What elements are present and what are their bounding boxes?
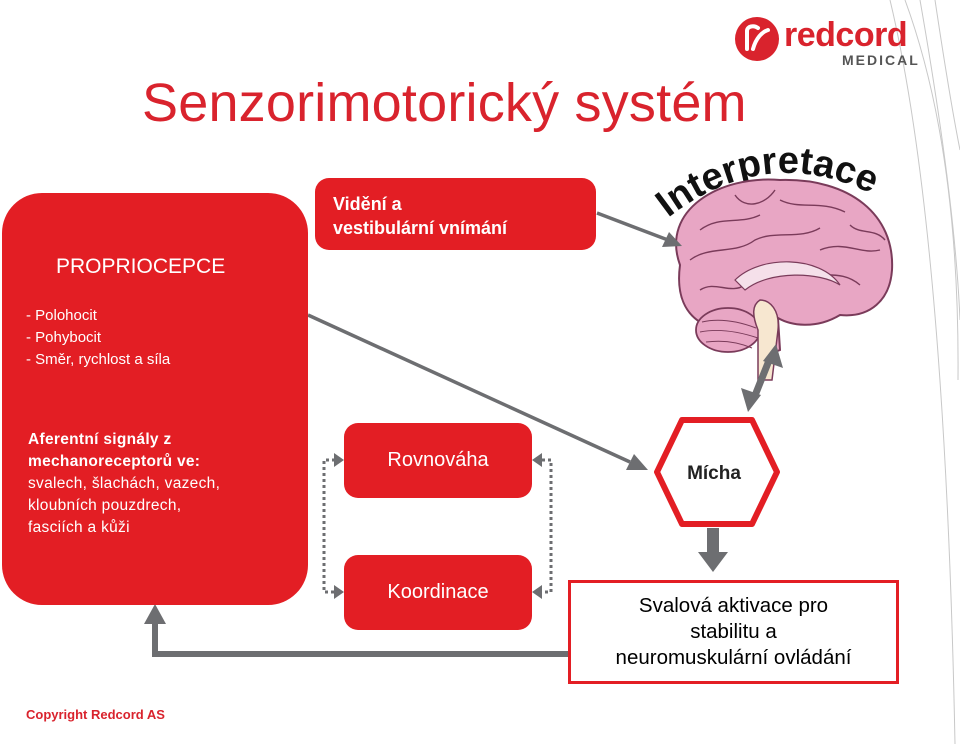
muscle-activation-box: Svalová aktivace pro stabilitu a neuromu… [568, 580, 899, 684]
afferent-body: svalech, šlachách, vazech, kloubních pou… [28, 475, 221, 536]
copyright-text: Copyright Redcord AS [26, 707, 165, 722]
page-title: Senzorimotorický systém [142, 73, 747, 133]
proprioception-item: - Směr, rychlost a síla [26, 351, 171, 368]
redcord-logo-icon [735, 17, 779, 61]
redcord-logo: redcord MEDICAL [734, 14, 934, 74]
dotted-bracket-right [542, 458, 553, 594]
arrow-feedback-to-proprio [152, 622, 568, 657]
logo-subtitle: MEDICAL [842, 52, 920, 68]
arrow-proprio-to-spinal [307, 313, 648, 470]
coordination-box: Koordinace [344, 555, 532, 630]
balance-box: Rovnováha [344, 423, 532, 498]
proprioception-item: - Polohocit [26, 307, 97, 324]
vision-vestibular-box: Vidění a vestibulární vnímání [315, 178, 596, 250]
proprioception-list: - Polohocit - Pohybocit - Směr, rychlost… [26, 305, 170, 371]
logo-wordmark: redcord [784, 16, 908, 54]
arrow-vision-to-brain [596, 211, 682, 247]
brain-illustration [675, 178, 894, 381]
spinal-cord-hexagon [654, 417, 780, 527]
afferent-heading: Aferentní signály z mechanoreceptorů ve: [28, 431, 201, 470]
proprioception-item: - Pohybocit [26, 329, 102, 346]
dotted-bracket-left [322, 458, 335, 594]
proprioception-title: PROPRIOCEPCE [56, 255, 226, 278]
spinal-cord-label: Mícha [687, 463, 741, 484]
proprioception-box: PROPRIOCEPCE - Polohocit - Pohybocit - S… [2, 193, 308, 605]
arrow-brain-spinal-bidirectional [741, 344, 783, 412]
decorative-lines [889, 0, 960, 744]
arrow-spinal-to-muscle [698, 528, 728, 572]
